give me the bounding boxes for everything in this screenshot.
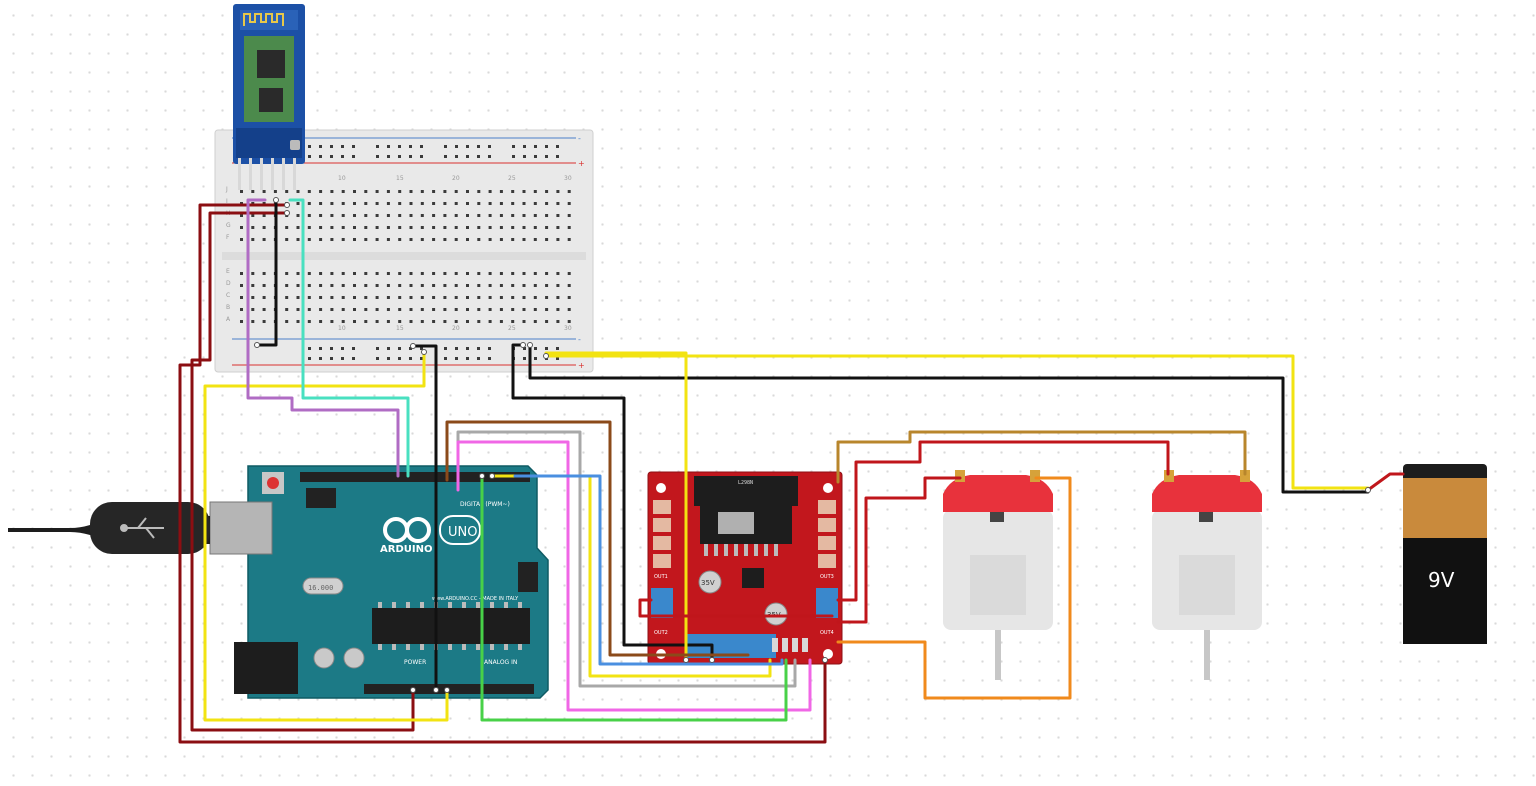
l298n-motor-driver[interactable]: L298N 35V 35V OUT1 OUT2 OUT3 OUT4 xyxy=(647,471,843,665)
svg-text:20: 20 xyxy=(452,325,460,332)
rail-plus-top: + xyxy=(578,159,585,168)
chip-label: L298N xyxy=(738,480,753,486)
arduino-logo xyxy=(383,515,481,545)
svg-text:10: 10 xyxy=(338,175,346,182)
svg-text:25: 25 xyxy=(508,175,516,182)
breadboard-column-numbers: 10 15 20 25 30 10 15 20 25 30 xyxy=(338,175,572,332)
wire-cyan[interactable] xyxy=(288,198,410,478)
svg-text:I: I xyxy=(226,198,228,205)
wire-olive[interactable] xyxy=(836,430,1247,484)
wire-purple[interactable] xyxy=(246,198,400,478)
wire-black-driver[interactable] xyxy=(511,343,714,662)
analog-in-label: ANALOG IN xyxy=(484,659,517,666)
digital-label: DIGITAL (PWM~) xyxy=(460,501,510,508)
wire-red-driver-left[interactable] xyxy=(638,598,834,618)
wire-dark-red-1[interactable] xyxy=(178,203,827,744)
driver-pin-header[interactable] xyxy=(772,638,808,652)
wire-connection-dots xyxy=(254,197,1371,693)
svg-text:25: 25 xyxy=(508,325,516,332)
cap-label-1: 35V xyxy=(701,579,715,587)
wires xyxy=(178,198,1405,744)
heatsink xyxy=(694,476,798,506)
motor-left[interactable] xyxy=(943,470,1053,680)
svg-text:OUT1: OUT1 xyxy=(654,574,668,580)
rail-plus-bottom: + xyxy=(578,361,585,370)
wire-red-motor-right[interactable] xyxy=(836,440,1170,602)
svg-text:OUT2: OUT2 xyxy=(654,630,668,636)
svg-text:15: 15 xyxy=(396,325,404,332)
svg-text:OUT3: OUT3 xyxy=(820,574,834,580)
rail-minus-bottom: - xyxy=(578,335,581,344)
wire-gray[interactable] xyxy=(456,430,797,688)
wire-blue[interactable] xyxy=(513,474,784,666)
wire-black-bt[interactable] xyxy=(255,198,278,347)
motor-right[interactable] xyxy=(1152,470,1262,680)
driver-terminals-left[interactable] xyxy=(653,500,671,568)
svg-text:A: A xyxy=(226,316,231,323)
svg-text:D: D xyxy=(226,280,231,287)
usb-port[interactable] xyxy=(209,501,273,555)
svg-text:C: C xyxy=(226,292,230,299)
svg-text:30: 30 xyxy=(564,325,572,332)
svg-text:J: J xyxy=(225,186,228,193)
wire-yellow-driver[interactable] xyxy=(544,351,688,662)
digital-header[interactable] xyxy=(300,472,530,482)
usb-icon xyxy=(120,517,164,539)
svg-text:B: B xyxy=(226,304,230,311)
wire-battery-red[interactable] xyxy=(1366,472,1405,492)
driver-terminals-right[interactable] xyxy=(818,500,836,568)
svg-text:OUT4: OUT4 xyxy=(820,630,834,636)
arduino-uno[interactable]: 16.000 UNO ARDUINO DIGITAL (PWM~) www.AR… xyxy=(209,465,549,699)
wire-yellow-arduino[interactable] xyxy=(203,350,449,722)
svg-text:30: 30 xyxy=(564,175,572,182)
driver-screw-terminal-right[interactable] xyxy=(816,588,838,618)
wire-orange[interactable] xyxy=(836,476,1072,700)
uno-label: UNO xyxy=(448,525,477,540)
svg-text:15: 15 xyxy=(396,175,404,182)
wire-red-motor-left[interactable] xyxy=(836,476,962,624)
svg-text:G: G xyxy=(226,222,231,229)
crystal-label: 16.000 xyxy=(308,584,333,592)
power-label: POWER xyxy=(404,659,426,666)
wire-black-arduino[interactable] xyxy=(411,344,438,692)
power-jack[interactable] xyxy=(234,642,298,694)
battery-9v[interactable]: 9V xyxy=(1403,464,1487,644)
wire-black-battery[interactable] xyxy=(528,343,1370,494)
wire-brown[interactable] xyxy=(445,420,750,657)
svg-text:20: 20 xyxy=(452,175,460,182)
wire-dark-red-2[interactable] xyxy=(190,211,415,732)
breadboard-holes xyxy=(240,145,571,360)
atmega-chip xyxy=(372,608,530,644)
wire-green[interactable] xyxy=(480,474,788,722)
wire-pink[interactable] xyxy=(456,440,812,712)
bluetooth-module[interactable] xyxy=(233,4,305,190)
svg-text:F: F xyxy=(226,234,230,241)
breadboard[interactable]: - + - + J I H G F E D C B A 10 15 20 25 … xyxy=(214,129,594,373)
arduino-brand-label: ARDUINO xyxy=(380,544,432,555)
antenna-icon xyxy=(243,13,284,26)
bt-pins xyxy=(238,158,296,190)
svg-text:E: E xyxy=(226,268,230,275)
wire-yellow-battery[interactable] xyxy=(544,354,1370,490)
rail-minus-top: - xyxy=(578,134,581,143)
battery-label: 9V xyxy=(1428,568,1455,592)
driver-screw-terminal-left[interactable] xyxy=(651,588,673,618)
svg-text:10: 10 xyxy=(338,325,346,332)
made-in-label: www.ARDUINO.CC - MADE IN ITALY xyxy=(432,596,519,602)
